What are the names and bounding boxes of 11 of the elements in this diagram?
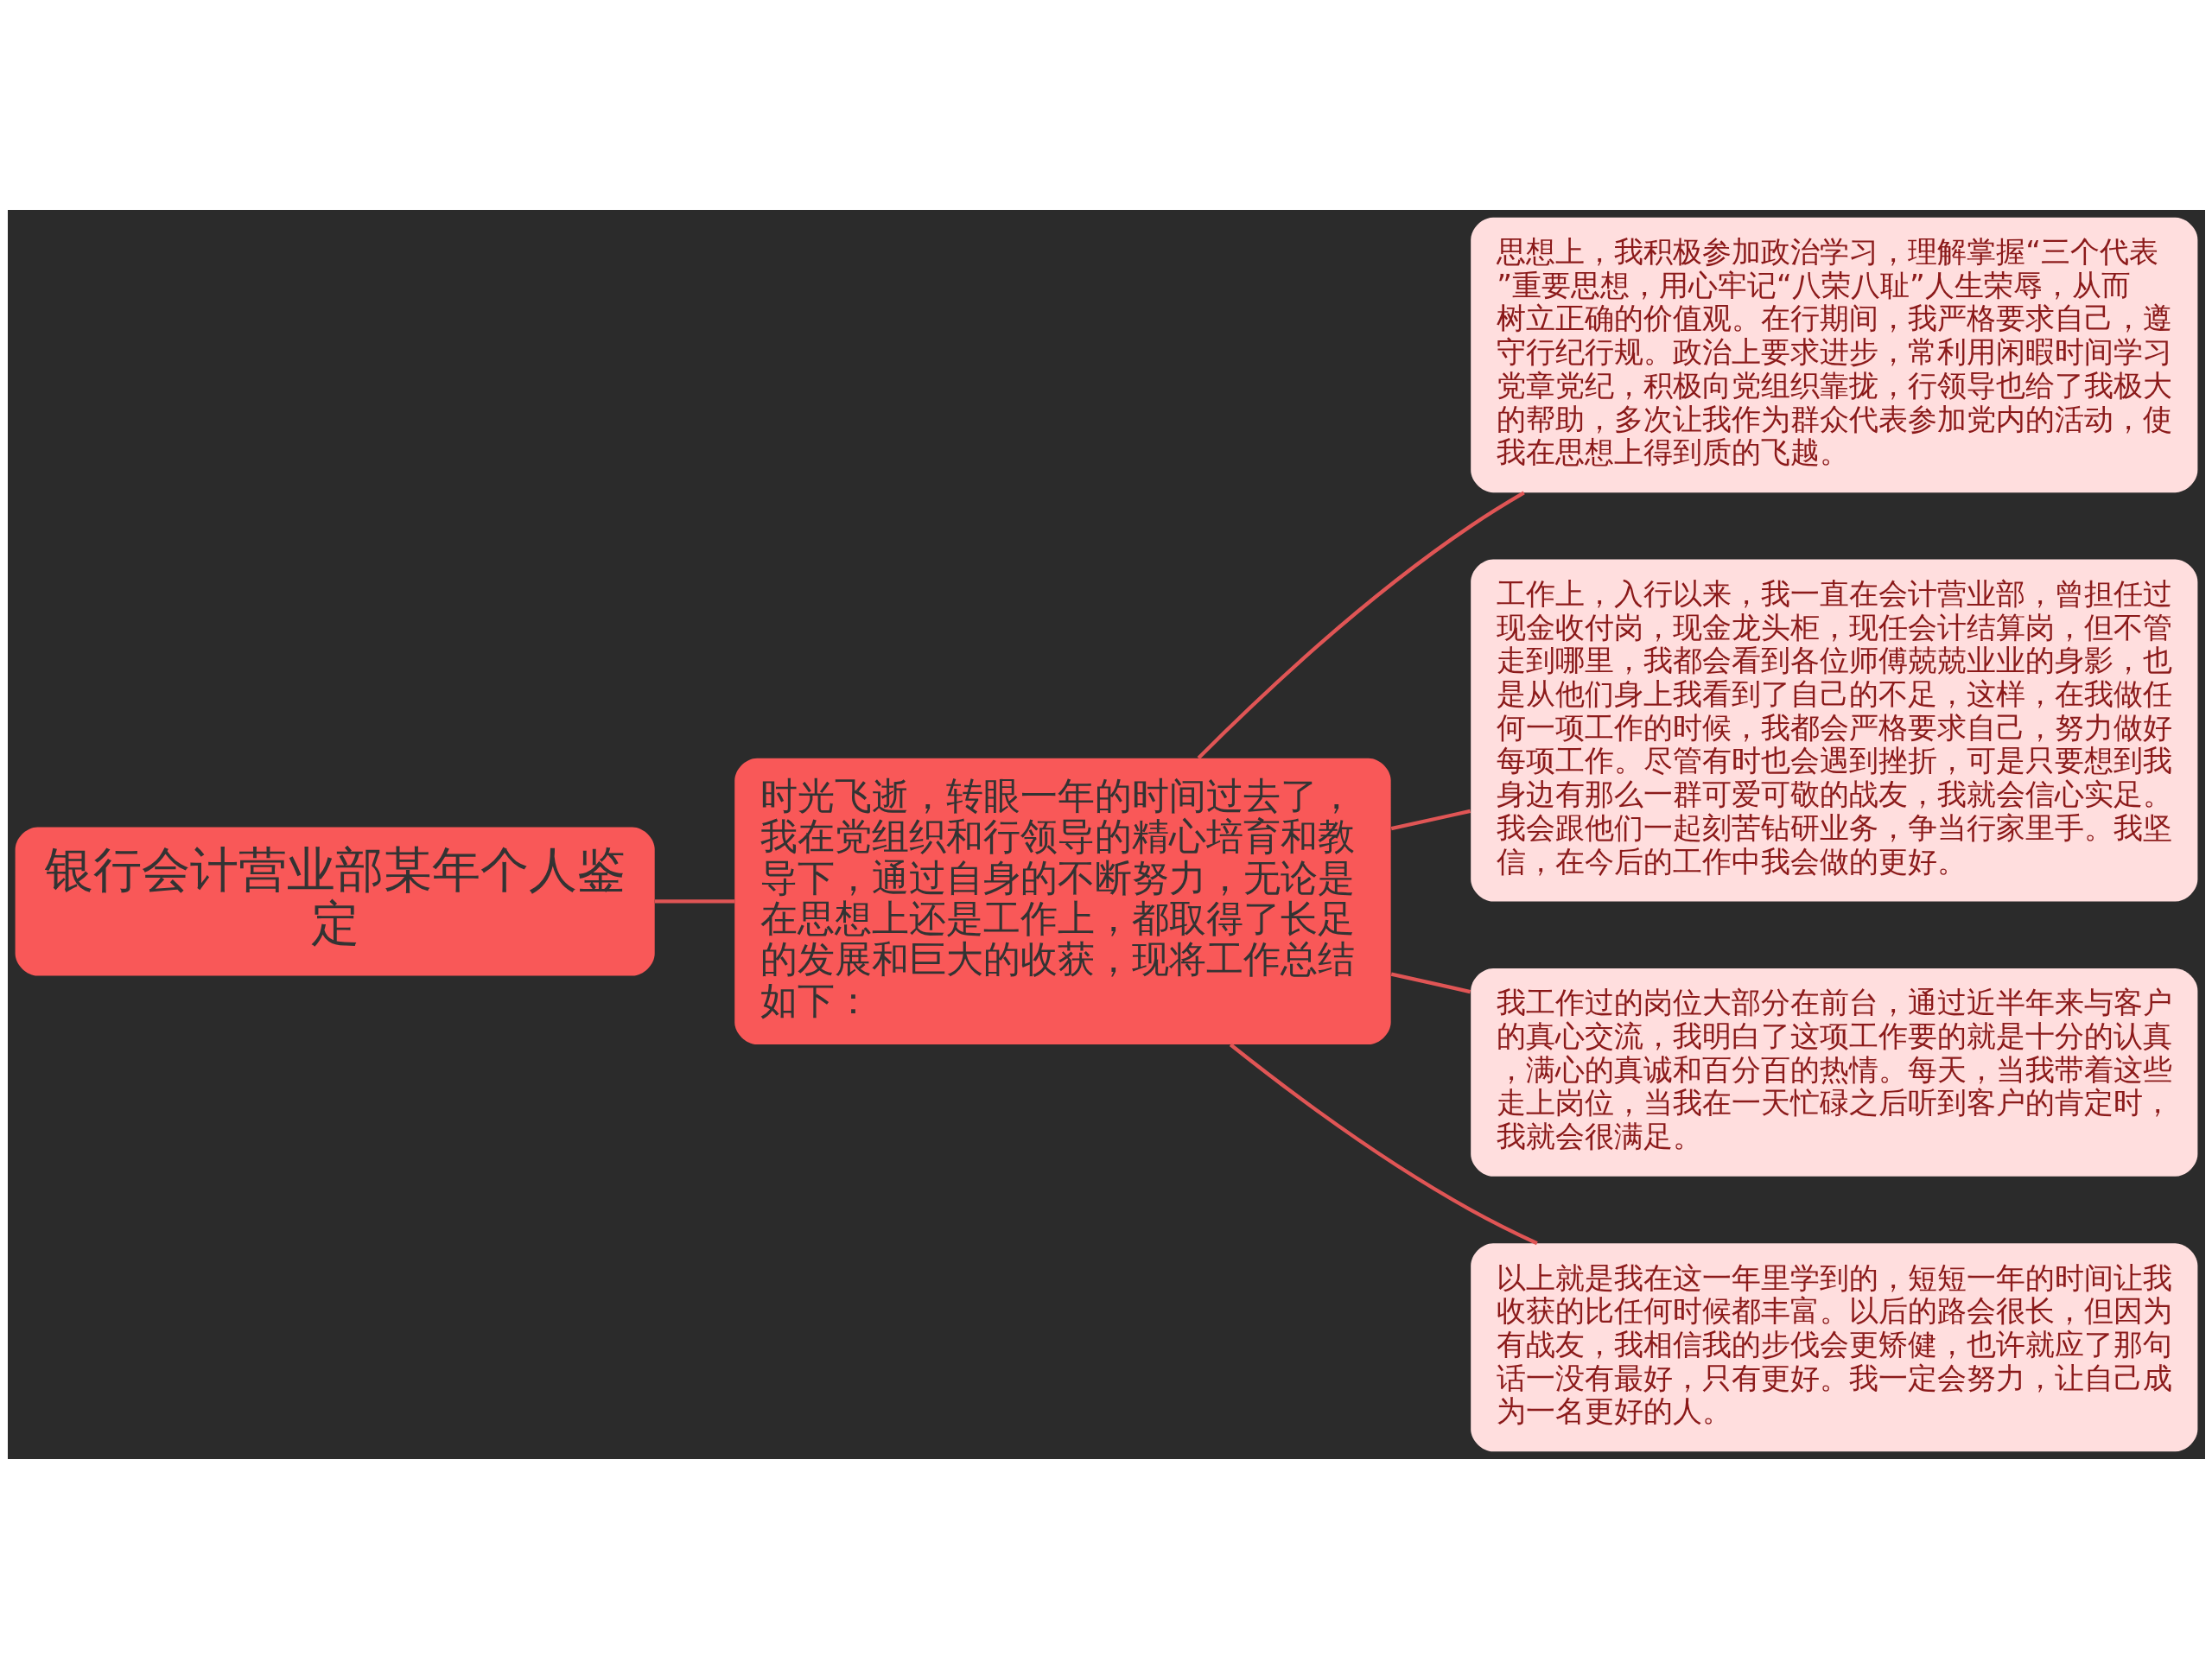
node-box: 银行会计营业部某年个人鉴定	[15, 827, 655, 976]
connector	[654, 899, 734, 904]
node-box: 时光飞逝，转眼一年的时间过去了，我在党组织和行领导的精心培育和教导下，通过自身的不断努力，无论是在思想上还是工作上，都取得了长足的发展和巨大的收获，现将工作总结如下：	[734, 758, 1391, 1045]
node-box: 思想上，我积极参加政治学习，理解掌握“三个代表”重要思想，用心牢记“八荣八耻”人生荣辱，从而树立正确的价值观。在行期间，我严格要求自己，遵守行纪行规。政治上要求进步，常利用闲暇时间学习党章党纪，积极向党组织靠拢，行领导也给了我极大的帮助，多次让我作为群众代表参加党内的活动，使我在思想上得到质的飞越。	[1470, 217, 2197, 493]
node-box: 工作上，入行以来，我一直在会计营业部，曾担任过现金收付岗，现金龙头柜，现任会计结算岗，但不管走到哪里，我都会看到各位师傅兢兢业业的身影，也是从他们身上我看到了自己的不足，这样，在我做任何一项工作的时候，我都会严格要求自己，努力做好每项工作。尽管有时也会遇到挫折，可是只要想到我身边有那么一群可爱可敬的战友，我就会信心实足。我会跟他们一起刻苦钻研业务，争当行家里手。我坚信，在今后的工作中我会做的更好。	[1470, 559, 2197, 902]
connector	[1229, 1043, 1538, 1246]
node-box: 以上就是我在这一年里学到的，短短一年的时间让我收获的比任何时候都丰富。以后的路会很长，但因为有战友，我相信我的步伐会更矫健，也许就应了那句话一没有最好，只有更好。我一定会努力，让自己成为一名更好的人。	[1470, 1243, 2197, 1452]
connector	[1390, 809, 1471, 831]
connector	[1390, 972, 1471, 994]
node-box: 我工作过的岗位大部分在前台，通过近半年来与客户的真心交流，我明白了这项工作要的就是十分的认真，满心的真诚和百分百的热情。每天，当我带着这些走上岗位，当我在一天忙碌之后听到客户的肯定时，我就会很满足。	[1470, 968, 2197, 1177]
connector	[1197, 491, 1525, 759]
